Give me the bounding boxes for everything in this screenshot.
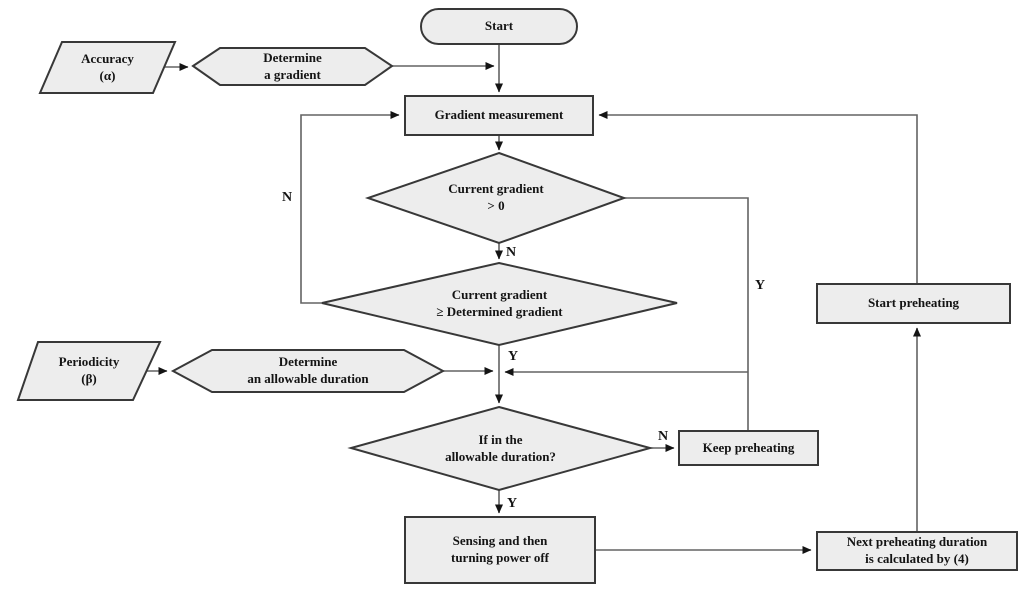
next-preheating-duration-node xyxy=(816,531,1018,571)
edge-ge-no-loop-to-gradient-measurement xyxy=(300,111,400,304)
current-gradient-ge-decision xyxy=(321,261,678,347)
in-allowable-duration-decision xyxy=(347,405,654,492)
determine-gradient-node xyxy=(191,47,394,86)
start-preheating-node xyxy=(816,283,1011,324)
start-node xyxy=(420,8,578,45)
sensing-power-off-node xyxy=(404,516,596,584)
gradient-measurement-node xyxy=(404,95,594,136)
accuracy-input-node xyxy=(38,41,177,94)
periodicity-input-node xyxy=(16,341,162,401)
keep-preheating-node xyxy=(678,430,819,466)
edge-gt0-yes-branch xyxy=(624,197,749,431)
edge-start-preheating-to-gradient-measurement xyxy=(598,111,918,284)
determine-allowable-duration-node xyxy=(170,349,446,393)
current-gradient-gt0-decision xyxy=(364,151,627,245)
